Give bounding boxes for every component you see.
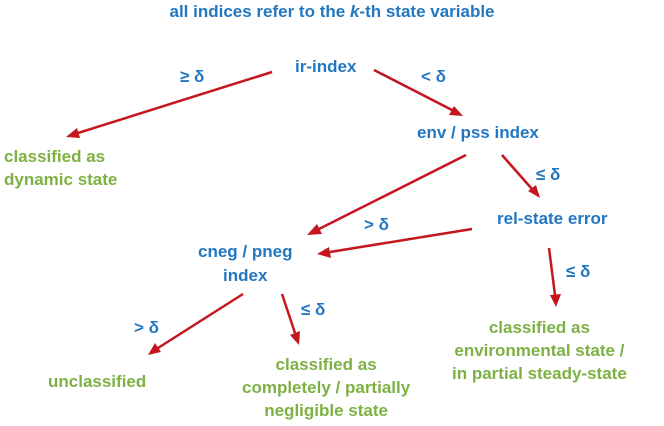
arrow-cneg-to-negligible — [280, 293, 297, 334]
arrowhead-cneg-to-unclassified — [148, 343, 161, 355]
outcome-unclassified: unclassified — [48, 372, 147, 391]
node-env-pss-index: env / pss index — [417, 123, 539, 142]
outcome-negligible-state: classified as completely / partially neg… — [242, 353, 410, 422]
header-note-prefix: all indices refer to the — [169, 2, 350, 21]
arrow-rel-to-envstate — [547, 247, 557, 296]
arrow-rel-to-cneg — [329, 227, 473, 254]
arrow-env-to-rel — [501, 154, 533, 190]
node-ir-index: ir-index — [295, 57, 357, 76]
arrow-ir-to-dynamic — [77, 70, 273, 135]
edge-label-ir-to-env: < δ — [421, 67, 446, 86]
arrowhead-env-to-rel — [528, 185, 540, 198]
arrowhead-ir-to-dynamic — [66, 128, 80, 138]
outcome-dynamic-state: classified as dynamic state — [4, 145, 117, 191]
edge-label-rel-to-envstate: ≤ δ — [566, 262, 591, 281]
arrowhead-cneg-to-negligible — [290, 331, 300, 345]
edge-label-ir-to-dynamic: ≥ δ — [180, 67, 205, 86]
edge-label-env-to-rel: ≤ δ — [536, 165, 561, 184]
node-cneg-pneg-index: cneg / pneg index — [198, 240, 292, 288]
node-cneg-pneg-line2: index — [223, 266, 268, 285]
arrow-ir-to-env — [373, 68, 453, 112]
outcome-dynamic-line1: classified as — [4, 147, 106, 166]
outcome-env-line2: environmental state / — [454, 341, 625, 360]
edge-label-rel-to-cneg: > δ — [364, 215, 389, 234]
edge-label-cneg-to-negligible: ≤ δ — [301, 300, 326, 319]
header-note-k: k — [349, 2, 360, 21]
outcome-dynamic-line2: dynamic state — [4, 170, 118, 189]
outcome-negl-line2: completely / partially — [242, 378, 411, 397]
header-note-suffix: -th state variable — [359, 2, 495, 21]
outcome-negl-line3: negligible state — [264, 401, 388, 420]
outcome-negl-line1: classified as — [275, 355, 377, 374]
arrow-env-to-cneg — [318, 153, 467, 231]
outcome-environmental-state: classified as environmental state / in p… — [452, 316, 627, 385]
arrowhead-env-to-cneg — [307, 224, 322, 235]
node-cneg-pneg-line1: cneg / pneg — [198, 242, 293, 261]
outcome-env-line1: classified as — [488, 318, 590, 337]
outcome-env-line3: in partial steady-state — [452, 364, 627, 383]
arrow-cneg-to-unclassified — [157, 292, 244, 350]
arrowhead-ir-to-env — [449, 106, 463, 116]
node-rel-state-error: rel-state error — [497, 209, 608, 228]
header-note: all indices refer to the k-th state vari… — [0, 0, 664, 24]
edge-label-cneg-to-unclassified: > δ — [134, 318, 159, 337]
arrowhead-rel-to-cneg — [317, 247, 331, 258]
arrowhead-rel-to-envstate — [550, 294, 561, 307]
